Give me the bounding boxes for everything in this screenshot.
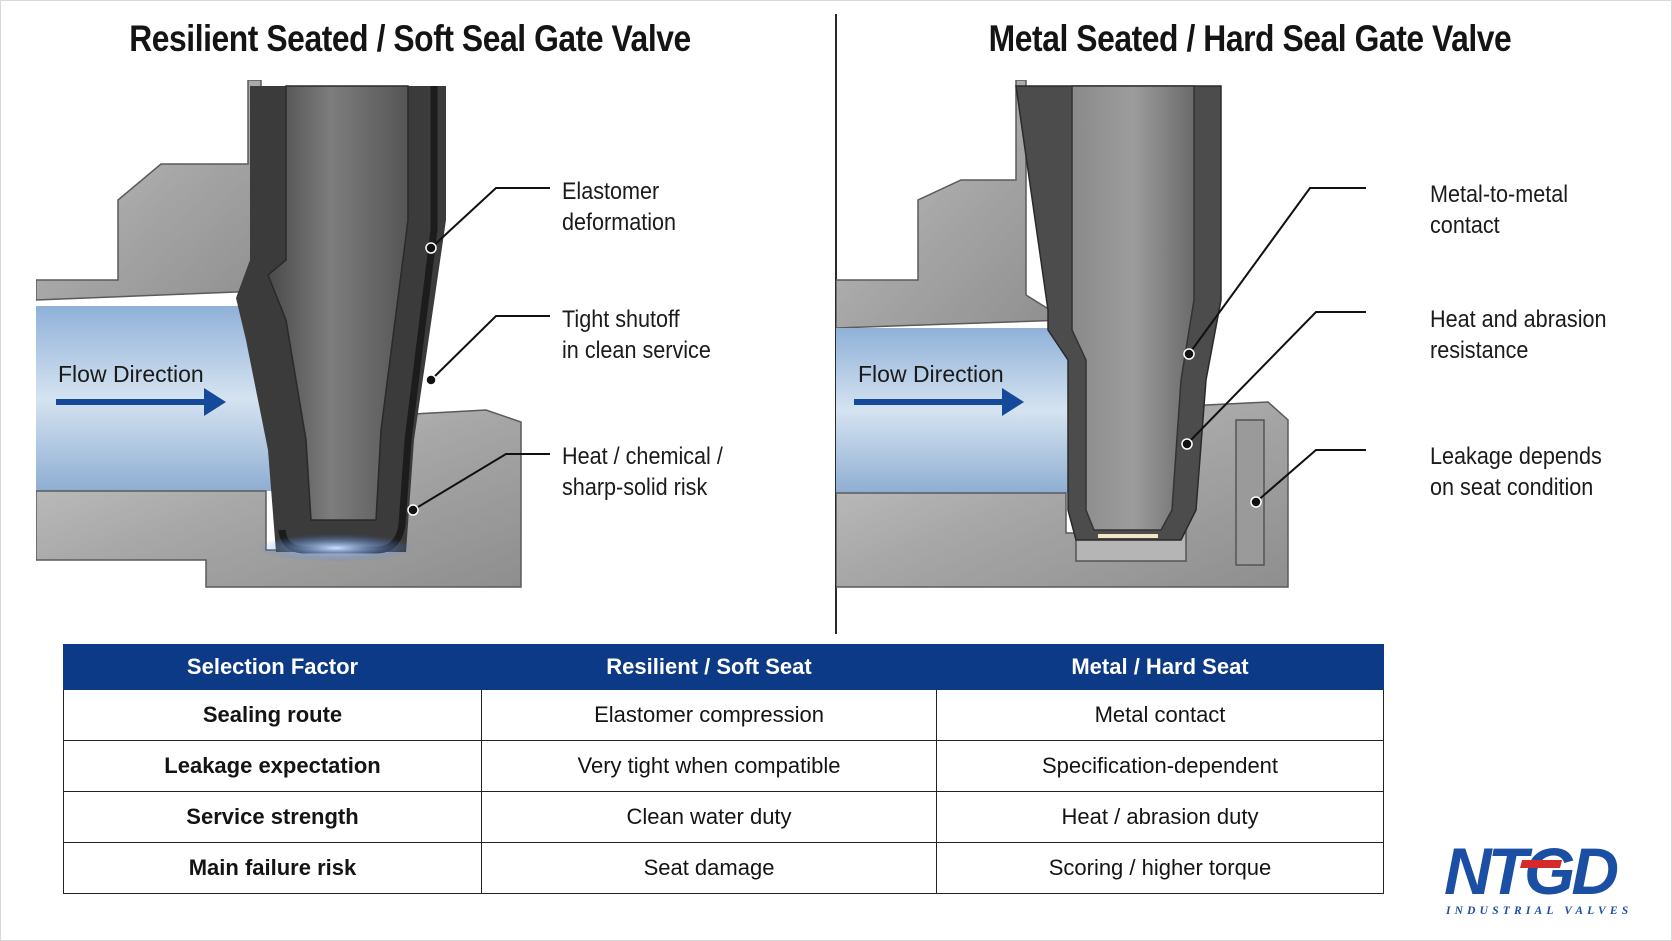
logo-wordmark: NTGD (1444, 838, 1617, 908)
table-row: Main failure risk Seat damage Scoring / … (63, 842, 1384, 894)
soft-seal-valve-diagram: Flow Direction (36, 80, 550, 588)
gate-wedge-metal (1071, 85, 1195, 531)
table-row: Leakage expectation Very tight when comp… (63, 740, 1384, 792)
table-row: Service strength Clean water duty Heat /… (63, 791, 1384, 843)
gate-wedge (267, 85, 409, 521)
logo-tagline: INDUSTRIAL VALVES (1445, 905, 1632, 917)
right-flow-label: Flow Direction (858, 361, 1004, 387)
table-row: Sealing route Elastomer compression Meta… (63, 689, 1384, 741)
row-hard-value: Specification-dependent (936, 740, 1384, 792)
right-flow-arrow-head (1002, 388, 1024, 416)
row-hard-value: Metal contact (936, 689, 1384, 741)
row-factor: Main failure risk (63, 842, 482, 894)
leader-line-elastomer (430, 187, 550, 249)
row-factor: Service strength (63, 791, 482, 843)
header-selection-factor: Selection Factor (63, 644, 482, 690)
left-flow-arrow-head (204, 388, 226, 416)
header-hard-seat: Metal / Hard Seat (936, 644, 1384, 690)
metal-seal-valve-diagram: Flow Direction (836, 80, 1366, 588)
seal-compression-glow (256, 534, 416, 562)
ntgd-logo: NTGD INDUSTRIAL VALVES (1444, 838, 1632, 917)
row-soft-value: Very tight when compatible (481, 740, 937, 792)
valve-body-upper-metal (836, 80, 1069, 329)
flow-channel-metal (836, 328, 1086, 493)
row-hard-value: Scoring / higher torque (936, 842, 1384, 894)
row-hard-value: Heat / abrasion duty (936, 791, 1384, 843)
callout-heat-chemical-risk: Heat / chemical /sharp-solid risk (562, 443, 723, 501)
leader-line-heat-abrasion (1186, 311, 1366, 445)
left-diagram-title: Resilient Seated / Soft Seal Gate Valve (129, 18, 691, 59)
left-flow-label: Flow Direction (58, 361, 204, 387)
row-factor: Sealing route (63, 689, 482, 741)
right-diagram-title: Metal Seated / Hard Seal Gate Valve (988, 18, 1512, 59)
comparison-table: Selection Factor Resilient / Soft Seat M… (63, 644, 1384, 894)
leader-line-heat-risk (412, 453, 550, 511)
header-soft-seat: Resilient / Soft Seat (481, 644, 937, 690)
logo-accent-bar (1519, 860, 1563, 868)
table-header-row: Selection Factor Resilient / Soft Seat M… (63, 644, 1384, 690)
leader-line-leakage (1255, 449, 1366, 503)
row-soft-value: Clean water duty (481, 791, 937, 843)
row-factor: Leakage expectation (63, 740, 482, 792)
seat-ring-right (1235, 419, 1265, 566)
leader-line-metal-contact (1188, 187, 1366, 355)
valve-body-upper (36, 80, 288, 301)
row-soft-value: Elastomer compression (481, 689, 937, 741)
leader-line-shutoff (430, 315, 550, 381)
row-soft-value: Seat damage (481, 842, 937, 894)
